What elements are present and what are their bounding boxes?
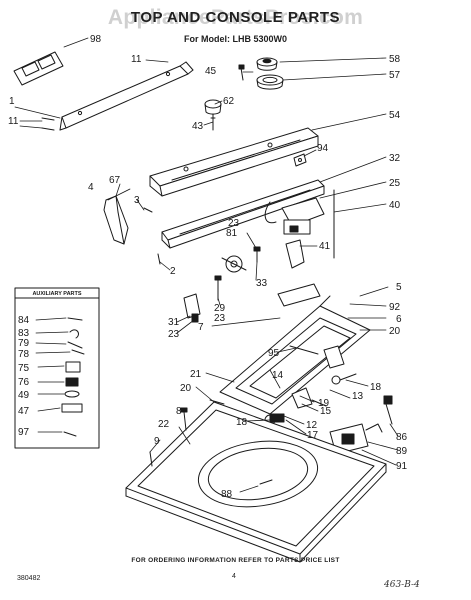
- callout-label: 54: [389, 110, 401, 121]
- callout-label: 32: [389, 153, 401, 164]
- panel-part-98: [13, 51, 64, 86]
- callout-label: 9: [154, 436, 160, 447]
- leader-lines: [14, 37, 399, 493]
- handwritten-note: 463-B-4: [384, 580, 420, 590]
- knob-57: [256, 74, 284, 90]
- page-number: 4: [232, 573, 236, 580]
- washer-top: [125, 401, 387, 563]
- callout-label: 62: [223, 96, 235, 107]
- callout-label: 79: [18, 338, 30, 349]
- callout-label: 95: [268, 348, 280, 359]
- control-assembly: [264, 189, 335, 269]
- part-94: [293, 153, 307, 167]
- callout-label: 5: [396, 282, 402, 293]
- callout-label: 92: [389, 302, 401, 313]
- callout-label: 8: [176, 406, 182, 417]
- callout-label: 12: [306, 420, 318, 431]
- end-cap: [103, 195, 129, 245]
- lid-switch-cluster: [264, 345, 357, 426]
- callout-label: 23: [168, 329, 180, 340]
- lower-rail: [161, 179, 325, 249]
- screw-45: [238, 64, 245, 81]
- screws-23-33: [214, 246, 261, 301]
- top-screws: [149, 407, 273, 485]
- callout-labels: 9811111584562574354946743322540812341233…: [8, 34, 408, 500]
- callout-label: 7: [198, 322, 204, 333]
- callout-label: 49: [18, 390, 30, 401]
- callout-label: 13: [352, 391, 364, 402]
- ordering-note: FOR ORDERING INFORMATION REFER TO PARTS …: [131, 557, 340, 564]
- knob-58: [256, 57, 278, 71]
- callout-label: 91: [396, 461, 408, 472]
- console-backsplash: [59, 61, 194, 131]
- callout-label: 81: [226, 228, 238, 239]
- callout-label: 14: [272, 370, 284, 381]
- callout-label: 22: [158, 419, 170, 430]
- callout-label: 83: [18, 328, 30, 339]
- callout-label: 67: [109, 175, 121, 186]
- callout-label: 47: [18, 406, 30, 417]
- callout-label: 78: [18, 349, 30, 360]
- callout-label: 98: [90, 34, 102, 45]
- control-channel: [149, 127, 319, 197]
- callout-label: 17: [307, 430, 319, 441]
- watermark: AppliancePartsPros.com: [107, 6, 364, 29]
- part-81-switch: [221, 255, 247, 273]
- callout-label: 4: [88, 182, 94, 193]
- callout-label: 6: [396, 314, 402, 325]
- callout-label: 19: [318, 398, 330, 409]
- callout-label: 2: [170, 266, 176, 277]
- callout-label: 84: [18, 315, 30, 326]
- callout-label: 89: [396, 446, 408, 457]
- callout-label: 58: [389, 54, 401, 65]
- callout-label: 18: [236, 417, 248, 428]
- lid-window-95: [249, 325, 351, 399]
- part-91-switch: [329, 395, 393, 455]
- callout-label: 3: [134, 195, 140, 206]
- callout-label: 23: [228, 218, 240, 229]
- auxiliary-leaders: [35, 317, 71, 433]
- callout-label: 41: [319, 241, 331, 252]
- auxiliary-parts-icons: [61, 317, 85, 437]
- callout-label: 15: [320, 406, 332, 417]
- model-line: For Model: LHB 5300W0: [183, 34, 287, 44]
- callout-label: 76: [18, 377, 30, 388]
- callout-label: 57: [389, 70, 401, 81]
- callout-label: 18: [370, 382, 382, 393]
- callout-label: 43: [192, 121, 204, 132]
- knob-62: [204, 99, 222, 131]
- aux-box-title: AUXILIARY PARTS: [32, 291, 81, 297]
- callout-label: 97: [18, 427, 30, 438]
- callout-label: 21: [190, 369, 202, 380]
- callout-label: 20: [180, 383, 192, 394]
- auxiliary-parts-box: [14, 287, 100, 449]
- callout-label: 20: [389, 326, 401, 337]
- callout-label: 29: [214, 303, 226, 314]
- callout-label: 1: [9, 96, 15, 107]
- callout-label: 31: [168, 317, 180, 328]
- callout-label: 75: [18, 363, 30, 374]
- callout-label: 11: [8, 116, 19, 127]
- callout-label: 88: [221, 489, 233, 500]
- document-code: 380482: [17, 575, 41, 582]
- callout-label: 40: [389, 200, 401, 211]
- callout-label: 86: [396, 432, 408, 443]
- page-title: TOP AND CONSOLE PARTS: [130, 9, 341, 26]
- callout-label: 11: [131, 54, 142, 65]
- callout-label: 33: [256, 278, 268, 289]
- callout-label: 23: [214, 313, 226, 324]
- side-screws: [41, 117, 225, 405]
- callout-label: 45: [205, 66, 217, 77]
- part-31-bracket: [183, 293, 201, 323]
- callout-label: 25: [389, 178, 401, 189]
- callout-label: 94: [317, 143, 329, 154]
